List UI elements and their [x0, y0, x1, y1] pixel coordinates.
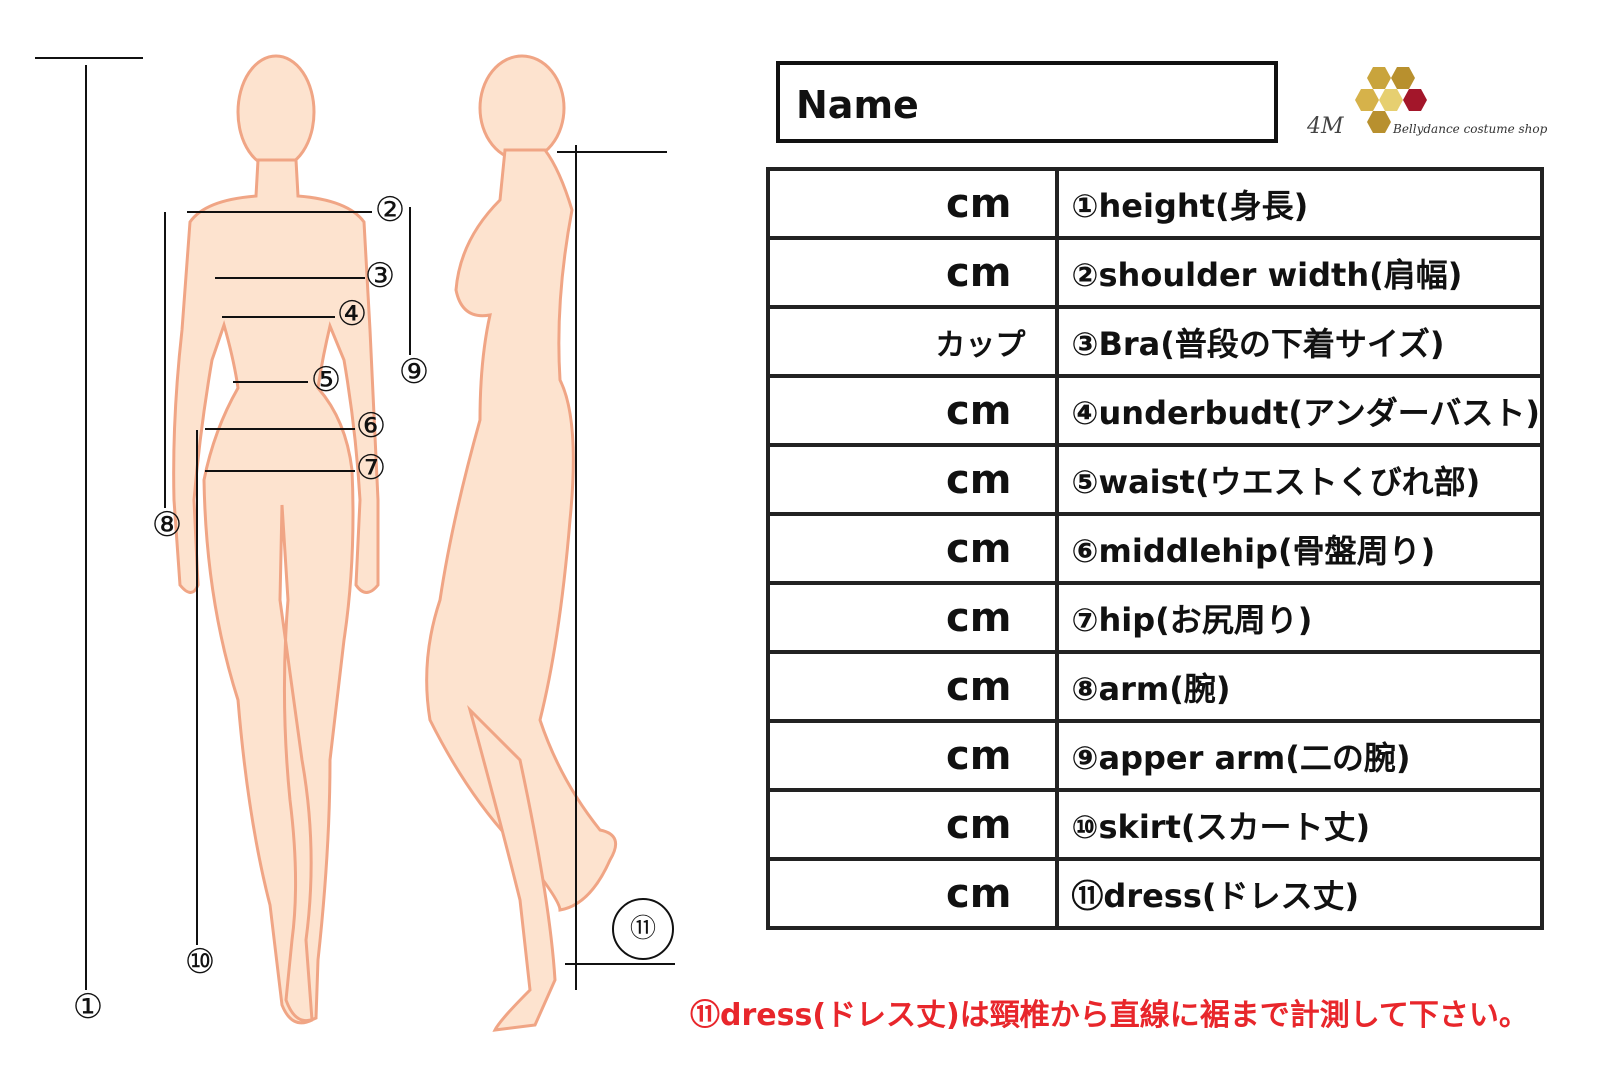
measurement-input[interactable]: cm	[765, 512, 1060, 585]
measurement-label: ⑩skirt(スカート丈)	[1055, 788, 1544, 861]
measurement-input[interactable]: cm	[765, 167, 1060, 240]
measurement-input[interactable]: cm	[765, 719, 1060, 792]
marker-arm: ⑧	[152, 505, 182, 545]
marker-upper-arm: ⑨	[399, 352, 429, 392]
measurement-input[interactable]: cm	[765, 857, 1060, 930]
name-field[interactable]: Name	[776, 61, 1278, 143]
measurement-label: ④underbudt(アンダーバスト)	[1055, 374, 1544, 447]
measurement-input[interactable]: cm	[765, 788, 1060, 861]
marker-waist: ⑤	[311, 360, 341, 400]
shop-logo: 4M Bellydance costume shop	[1305, 62, 1548, 152]
measurement-input[interactable]: cm	[765, 650, 1060, 723]
measurement-label: ⑦hip(お尻周り)	[1055, 581, 1544, 654]
front-figure	[172, 54, 380, 1025]
marker-underbust: ④	[337, 294, 367, 334]
measure-lines	[35, 57, 675, 990]
measurement-label: ⑪dress(ドレス丈)	[1055, 857, 1544, 930]
measurement-label: ③Bra(普段の下着サイズ)	[1055, 305, 1544, 378]
measurement-input[interactable]: cm	[765, 374, 1060, 447]
measurement-label: ⑥middlehip(骨盤周り)	[1055, 512, 1544, 585]
measurement-input[interactable]: cm	[765, 443, 1060, 516]
body-figures: ① ② ③ ④ ⑤ ⑥ ⑦ ⑧ ⑨ ⑩ ⑪	[35, 54, 675, 1032]
measurement-label: ⑤waist(ウエストくびれ部)	[1055, 443, 1544, 516]
measurement-label: ⑧arm(腕)	[1055, 650, 1544, 723]
logo-text: Bellydance costume shop	[1393, 122, 1548, 136]
dress-note: ⑪dress(ドレス丈)は頸椎から直線に裾まで計測して下さい。	[690, 998, 1529, 1033]
marker-middlehip: ⑥	[356, 406, 386, 446]
marker-skirt: ⑩	[185, 942, 215, 982]
measurement-label: ①height(身長)	[1055, 167, 1544, 240]
marker-hip: ⑦	[356, 448, 386, 488]
logo-mark: 4M	[1307, 114, 1344, 139]
marker-height: ①	[73, 987, 103, 1027]
measurement-input[interactable]: cm	[765, 236, 1060, 309]
side-figure	[425, 54, 618, 1032]
name-label: Name	[796, 83, 919, 127]
measurement-input[interactable]: cm	[765, 581, 1060, 654]
measurement-input[interactable]: カップ	[765, 305, 1060, 378]
honeycomb-logo-icon	[1355, 67, 1427, 133]
measurement-label: ⑨apper arm(二の腕)	[1055, 719, 1544, 792]
marker-dress: ⑪	[630, 914, 656, 944]
measurement-label: ②shoulder width(肩幅)	[1055, 236, 1544, 309]
marker-bra: ③	[365, 256, 395, 296]
marker-shoulder: ②	[375, 190, 405, 230]
